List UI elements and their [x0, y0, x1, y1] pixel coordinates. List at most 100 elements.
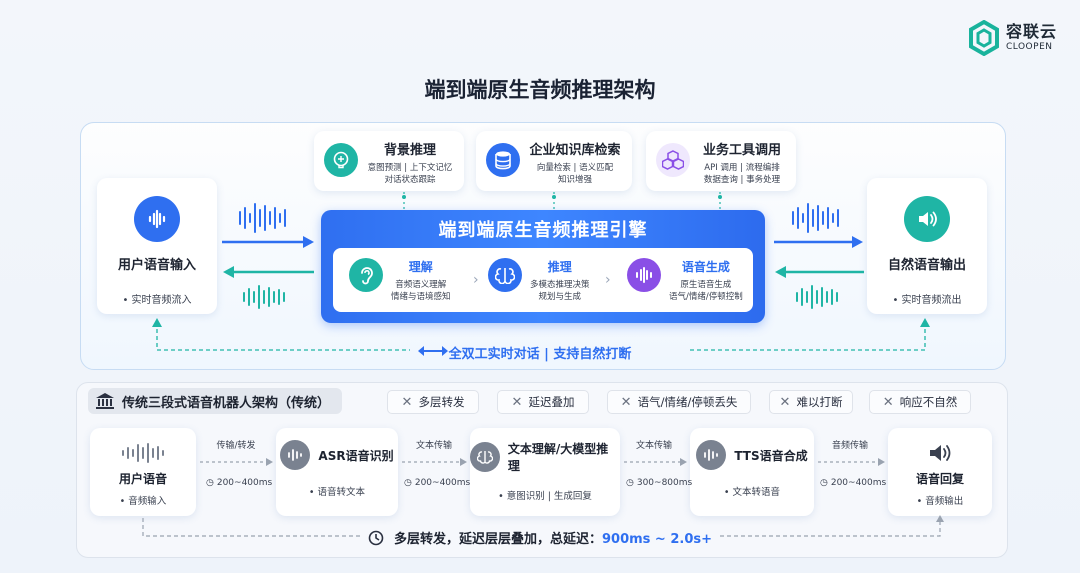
- step-sub: • 音频输出: [916, 496, 964, 507]
- clock-icon: ◷: [820, 478, 828, 488]
- engine-stages: 理解 音频语义理解 情绪与语境感知 › 推理 多模态推理决策 规划与生成 › 语…: [333, 248, 753, 312]
- traditional-tag: 传统三段式语音机器人架构（传统）: [88, 388, 343, 414]
- ear-icon: [349, 258, 383, 292]
- duplex-caption: 全双工实时对话 | 支持自然打断: [448, 347, 632, 362]
- feature-desc: 意图预测 | 上下文记忆 对话状态跟踪: [367, 163, 453, 186]
- connector-3: 文本传输: [624, 438, 684, 451]
- stage-desc: 音频语义理解 情绪与语境感知: [391, 280, 451, 303]
- waveform-icon: [134, 196, 180, 242]
- bidirectional-arrow-icon: [418, 346, 448, 356]
- stage-title: 推理: [547, 260, 572, 274]
- stage-title: 语音生成: [681, 260, 730, 274]
- problem-label: 语气/情绪/停顿丢失: [637, 395, 738, 409]
- stage-reason: 推理 多模态推理决策 规划与生成: [488, 258, 590, 304]
- speaker-icon: [904, 196, 950, 242]
- step-label: 语音回复: [915, 472, 964, 486]
- step-sub-text: 语音转文本: [317, 487, 366, 498]
- connector-4: 音频传输: [818, 438, 882, 451]
- problem-label: 响应不自然: [899, 395, 958, 409]
- feature-title: 业务工具调用: [702, 143, 781, 158]
- feature-tool-calling: 业务工具调用 API 调用 | 流程编排 数据查询 | 事务处理: [646, 131, 796, 191]
- card-label: 用户语音输入: [117, 258, 196, 273]
- step-label: TTS语音合成: [734, 448, 808, 463]
- step-label: 用户语音: [118, 472, 167, 486]
- total-prefix-text: 多层转发，延迟层层叠加，总延迟：: [393, 532, 602, 547]
- waveform-icon: [243, 285, 838, 309]
- card-sub: • 实时音频流入: [122, 295, 192, 306]
- brand-name-en: CLOOPEN: [1006, 42, 1053, 52]
- brand-name-cn: 容联云: [1006, 22, 1058, 41]
- connector-2: 文本传输: [404, 438, 464, 451]
- feature-knowledge-retrieval: 企业知识库检索 向量检索 | 语义匹配 知识增强: [476, 131, 632, 191]
- problem-tag: ✕ 多层转发: [387, 390, 479, 414]
- latency-value: 200~400ms: [216, 478, 273, 488]
- traditional-tag-label: 传统三段式语音机器人架构（传统）: [122, 395, 331, 411]
- hexagon-logo-icon: [969, 20, 999, 56]
- stage-desc: 原生语音生成 语气/情绪/停顿控制: [669, 280, 743, 303]
- waveform-icon: [280, 440, 311, 470]
- step-sub-text: 音频输出: [925, 496, 964, 507]
- connector-label: 传输/转发: [216, 441, 256, 451]
- close-icon: ✕: [779, 394, 791, 410]
- stage-speech-generation: 语音生成 原生语音生成 语气/情绪/停顿控制: [627, 258, 743, 304]
- chevron-right-icon: ›: [605, 272, 611, 288]
- step-sub-text: 文本转语音: [732, 487, 781, 498]
- problem-label: 延迟叠加: [528, 395, 575, 409]
- latency-1: ◷200~400ms: [206, 478, 272, 488]
- latency-value: 300~800ms: [636, 478, 693, 488]
- feature-title: 背景推理: [383, 143, 436, 158]
- natural-voice-output-card: 自然语音输出 • 实时音频流出: [867, 178, 987, 314]
- audio-reasoning-engine: 端到端原生音频推理引擎 理解 音频语义理解 情绪与语境感知 › 推理 多模态推理…: [321, 210, 765, 323]
- stage-desc: 多模态推理决策 规划与生成: [530, 280, 590, 303]
- speaker-icon: [930, 445, 951, 461]
- total-latency: 多层转发，延迟层层叠加，总延迟：900ms ~ 2.0s+: [0, 528, 1080, 547]
- waveform-icon: [627, 258, 661, 292]
- step-label: ASR语音识别: [318, 448, 394, 463]
- problem-tag: ✕语气/情绪/停顿丢失: [607, 390, 751, 414]
- feature-desc: API 调用 | 流程编排 数据查询 | 事务处理: [703, 163, 781, 186]
- bank-building-icon: [96, 393, 114, 409]
- stage-title: 理解: [408, 260, 433, 274]
- brain-head-icon: [324, 143, 358, 177]
- latency-value: 200~400ms: [830, 478, 887, 488]
- page-title: 端到端原生音频推理架构: [424, 78, 656, 102]
- brain-icon: [488, 258, 522, 292]
- waveform-icon: [696, 440, 727, 470]
- latency-3: ◷300~800ms: [626, 478, 692, 488]
- step-sub: • 语音转文本: [308, 487, 366, 498]
- brand-logo: 容联云 CLOOPEN: [968, 20, 1057, 56]
- clock-icon: ◷: [626, 478, 634, 488]
- step-llm: 文本理解/大模型推理 • 意图识别 | 生成回复: [470, 428, 620, 516]
- step-voice-reply: 语音回复 • 音频输出: [888, 428, 992, 516]
- problem-tag: ✕ 延迟叠加: [497, 390, 589, 414]
- step-label: 文本理解/大模型推理: [507, 442, 609, 473]
- step-tts: TTS语音合成 • 文本转语音: [690, 428, 814, 516]
- waveform-icon: [239, 203, 839, 233]
- feature-background-reasoning: 背景推理 意图预测 | 上下文记忆 对话状态跟踪: [314, 131, 464, 191]
- problem-tag: ✕ 响应不自然: [869, 390, 971, 414]
- step-sub-text: 意图识别 | 生成回复: [506, 491, 592, 502]
- brain-icon: [470, 442, 500, 472]
- close-icon: ✕: [511, 394, 523, 410]
- step-asr: ASR语音识别 • 语音转文本: [276, 428, 398, 516]
- connector-1: 传输/转发: [206, 438, 266, 451]
- step-user-voice: 用户语音 • 音频输入: [90, 428, 196, 516]
- waveform-icon: [122, 443, 164, 463]
- problem-tag: ✕ 难以打断: [769, 390, 853, 414]
- chevron-right-icon: ›: [473, 272, 479, 288]
- total-latency-value: 900ms ~ 2.0s+: [601, 532, 713, 547]
- step-sub: • 音频输入: [119, 496, 167, 507]
- feature-desc: 向量检索 | 语义匹配 知识增强: [536, 163, 614, 186]
- stage-understand: 理解 音频语义理解 情绪与语境感知: [349, 258, 451, 304]
- problem-label: 难以打断: [796, 395, 843, 409]
- close-icon: ✕: [882, 394, 894, 410]
- step-sub-text: 音频输入: [128, 496, 167, 507]
- problem-label: 多层转发: [418, 395, 465, 409]
- clock-icon: [368, 530, 384, 545]
- latency-value: 200~400ms: [414, 478, 471, 488]
- clock-icon: ◷: [404, 478, 412, 488]
- cubes-icon: [656, 143, 690, 177]
- close-icon: ✕: [401, 394, 413, 410]
